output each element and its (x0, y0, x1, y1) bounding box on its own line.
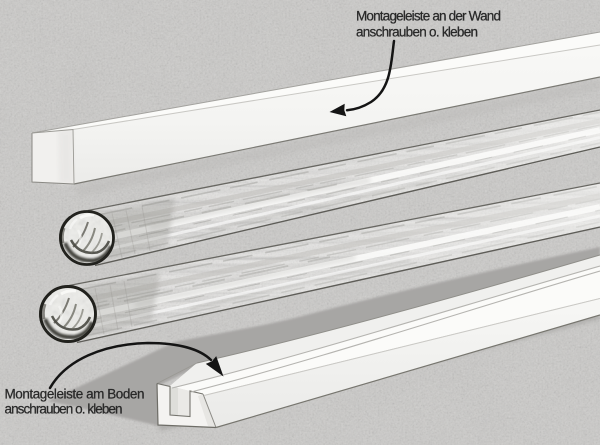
svg-text:Montageleiste an der Wand: Montageleiste an der Wand (356, 9, 501, 24)
svg-text:anschrauben o. kleben: anschrauben o. kleben (5, 402, 123, 417)
svg-text:anschrauben o. kleben: anschrauben o. kleben (356, 25, 478, 40)
svg-text:Montageleiste am Boden: Montageleiste am Boden (5, 387, 145, 402)
